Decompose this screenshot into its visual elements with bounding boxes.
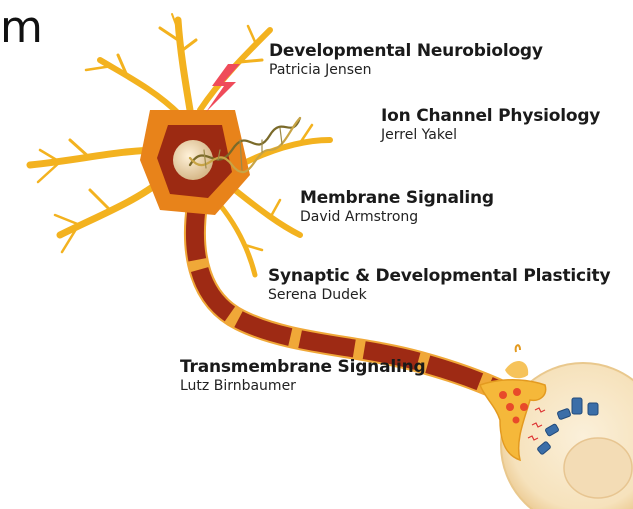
lab-title: Developmental Neurobiology [269, 41, 543, 61]
lightning-icon [206, 64, 240, 112]
lab-title: Membrane Signaling [300, 188, 494, 208]
dendrite [178, 20, 190, 110]
dendrite [220, 205, 255, 275]
dendrite [90, 190, 110, 210]
dendrite [55, 215, 80, 225]
lab-pi-name: Serena Dudek [268, 286, 610, 304]
target-nucleus [564, 438, 632, 498]
lab-pi-name: David Armstrong [300, 208, 494, 226]
dendrite [235, 190, 300, 235]
lab-developmental-neurobiology: Developmental Neurobiology Patricia Jens… [269, 41, 543, 79]
dendrite [200, 30, 270, 110]
lab-title: Transmembrane Signaling [180, 357, 425, 377]
bulb-stalk [516, 345, 520, 352]
lab-synaptic-developmental-plasticity: Synaptic & Developmental Plasticity Sere… [268, 266, 610, 304]
dendrite [240, 60, 262, 62]
dendrite [270, 200, 280, 218]
lab-transmembrane-signaling: Transmembrane Signaling Lutz Birnbaumer [180, 357, 425, 395]
dendrite [248, 26, 256, 44]
lab-title: Ion Channel Physiology [381, 106, 600, 126]
lab-membrane-signaling: Membrane Signaling David Armstrong [300, 188, 494, 226]
lab-pi-name: Jerrel Yakel [381, 126, 600, 144]
lab-pi-name: Patricia Jensen [269, 61, 543, 79]
lab-pi-name: Lutz Birnbaumer [180, 377, 425, 395]
lab-ion-channel-physiology: Ion Channel Physiology Jerrel Yakel [381, 106, 600, 144]
presynaptic-bulb [505, 361, 528, 378]
dendrite [100, 60, 180, 115]
lab-title: Synaptic & Developmental Plasticity [268, 266, 610, 286]
